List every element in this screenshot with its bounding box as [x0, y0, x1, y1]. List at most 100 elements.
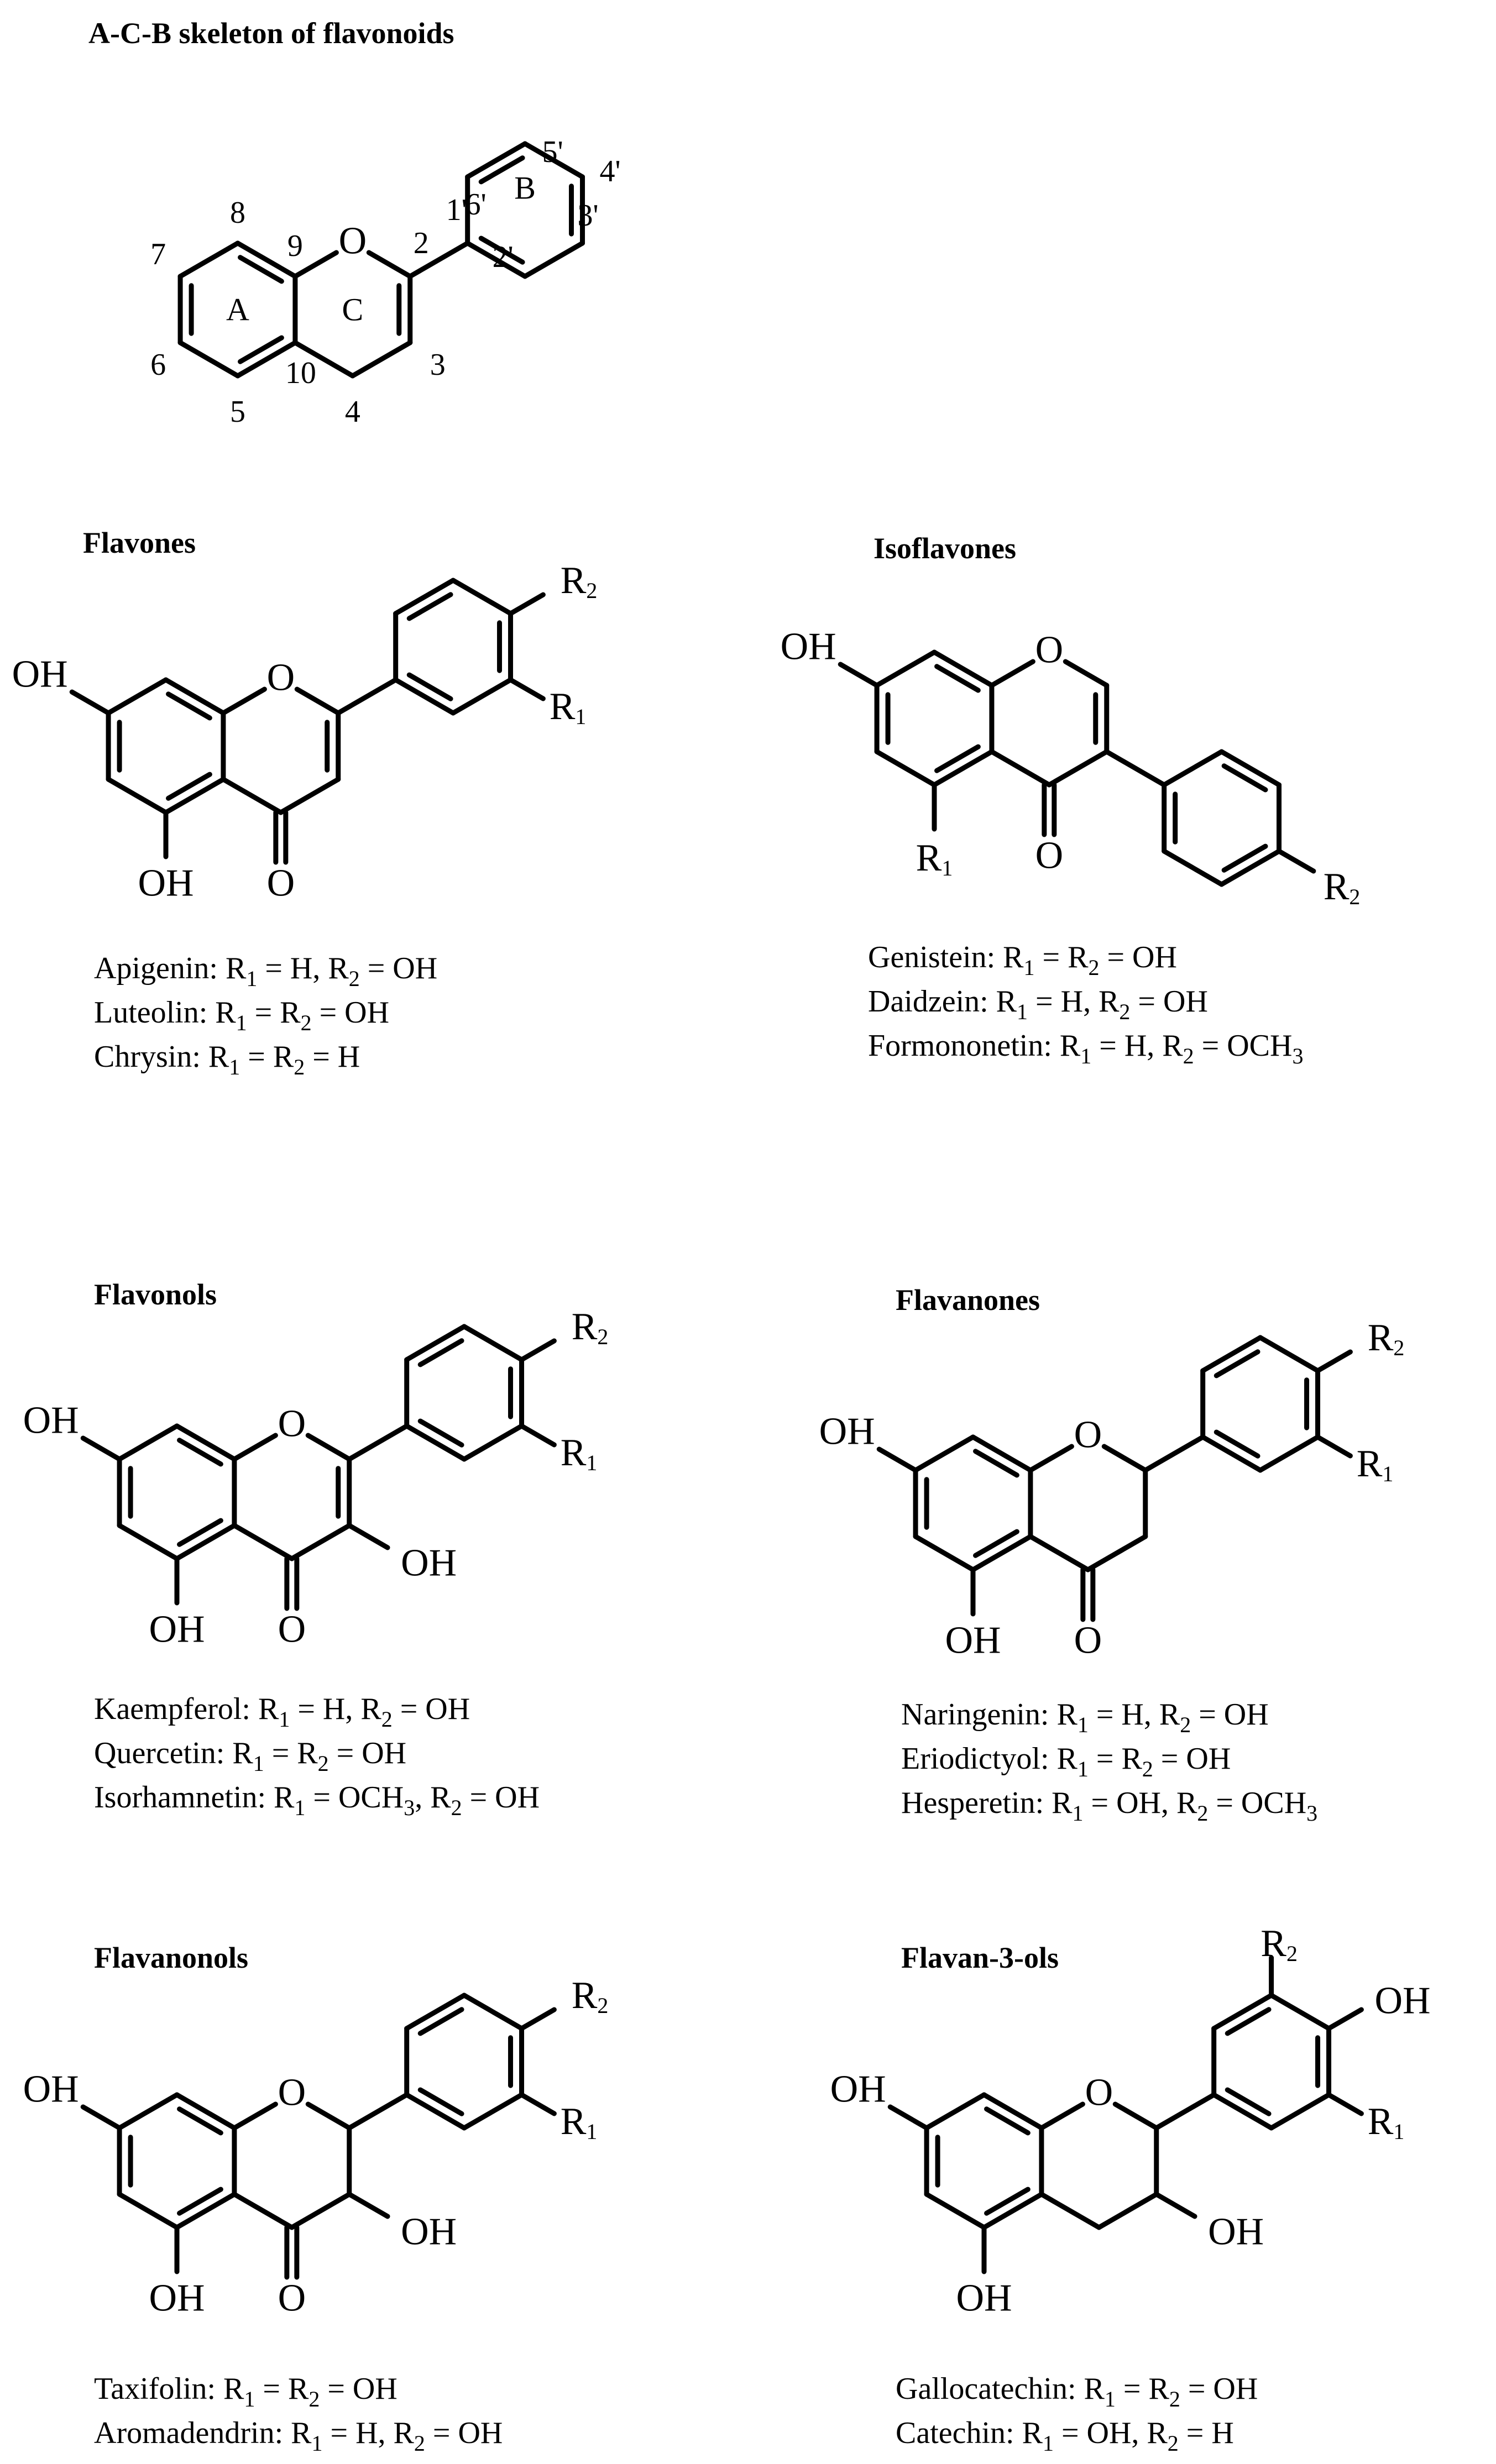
ring-a-bond — [932, 649, 995, 688]
ring-a-bond — [117, 1523, 180, 1561]
position-6prime: 6' — [465, 187, 487, 222]
ring-c-bond — [1096, 2192, 1159, 2230]
substituent-bond — [519, 2092, 557, 2116]
hydroxyl-bond — [838, 662, 880, 688]
ring-a-bond — [106, 677, 169, 716]
double-bond-inner — [406, 672, 453, 701]
ring-c-bond — [221, 686, 267, 716]
ring-c-bond — [1085, 1534, 1148, 1572]
ring-oxygen: O — [1035, 629, 1064, 672]
substituent-bond — [508, 592, 546, 616]
ring-a-bond — [163, 677, 226, 716]
substituent-7: OH — [830, 2068, 886, 2111]
compound-caption: Daidzein: R1​ = H, R2​ = OH — [868, 984, 1208, 1024]
ring-b-bond — [1162, 848, 1225, 887]
position-9: 9 — [287, 229, 303, 263]
double-bond-inner — [177, 2106, 223, 2136]
compound-caption: Chrysin: R1​ = R2​ = H — [94, 1040, 360, 1079]
class-title: Flavanonols — [94, 1941, 248, 1974]
substituent-7: OH — [781, 626, 836, 668]
ring-b-bond — [1258, 1434, 1321, 1473]
class-title: Isoflavones — [873, 532, 1016, 565]
skeleton-title: A-C-B skeleton of flavonoids — [88, 17, 454, 50]
ring-b-bond — [1200, 1434, 1263, 1473]
ring-oxygen: O — [1085, 2072, 1113, 2114]
ring-b-bond — [462, 1324, 525, 1362]
ring-b-link-bond — [347, 1423, 410, 1462]
ring-a-bond — [970, 1534, 1033, 1572]
carbonyl-oxygen: O — [1035, 835, 1064, 877]
ring-a-bond — [174, 1423, 237, 1462]
carbonyl-oxygen: O — [278, 2277, 306, 2320]
ring-a-bond — [235, 240, 298, 279]
compound-caption: Isorhamnetin: R1​ = OCH3​, R2​ = OH — [94, 1780, 540, 1820]
ring-b-bond — [393, 677, 456, 716]
ring-c-bond — [366, 250, 413, 279]
double-bond-inner — [1213, 1349, 1260, 1378]
ring-c-bond — [232, 2101, 278, 2131]
ring-c-bond — [305, 1433, 352, 1462]
double-bond-inner — [417, 1418, 464, 1448]
ring-b-bond — [1211, 2092, 1274, 2131]
ring-a-bond — [174, 2092, 237, 2131]
ring-oxygen: O — [278, 2072, 306, 2114]
class-title: Flavanones — [896, 1283, 1040, 1317]
compound-caption: Kaempferol: R1​ = H, R2​ = OH — [94, 1692, 470, 1732]
hydroxyl-bond — [876, 1446, 918, 1473]
c2-c1prime-bond — [407, 240, 470, 279]
substituent-4prime: OH — [1375, 1980, 1431, 2022]
ring-a-bond — [874, 749, 937, 788]
compound-caption: Hesperetin: R1​ = OH, R2​ = OCH3​ — [901, 1786, 1317, 1826]
ring-b-bond — [393, 578, 456, 616]
ring-c-bond — [232, 1523, 295, 1561]
ring-a-bond — [177, 240, 240, 279]
ring-c-bond — [305, 2101, 352, 2131]
ring-oxygen: O — [1074, 1414, 1102, 1456]
ring-c-bond — [989, 749, 1052, 788]
ring-a-bond — [874, 649, 937, 688]
substituent-bond — [1315, 1349, 1353, 1373]
double-bond-inner — [177, 2187, 223, 2216]
ring-b-bond — [465, 141, 528, 180]
ring-c-bond — [232, 2192, 295, 2230]
ring-a-bond — [981, 2192, 1044, 2230]
substituent-4prime-r: R2 — [1324, 866, 1361, 909]
substituent-3prime-r: R1 — [1368, 2100, 1405, 2144]
ring-label-a: A — [226, 292, 249, 328]
position-2prime: 2' — [493, 240, 514, 274]
compound-caption: Taxifolin: R1​ = R2​ = OH — [94, 2372, 397, 2411]
compound-caption: Naringenin: R1​ = H, R2​ = OH — [901, 1697, 1269, 1737]
position-3prime: 3' — [577, 198, 598, 233]
compound-caption: Quercetin: R1​ = R2​ = OH — [94, 1736, 406, 1776]
substituent-bond — [1315, 1434, 1353, 1459]
ring-oxygen: O — [339, 220, 367, 263]
double-bond-inner — [478, 235, 525, 265]
ring-b-bond — [451, 677, 514, 716]
ring-c-bond — [289, 1523, 352, 1561]
ring-a-bond — [174, 2192, 237, 2230]
ring-a-bond — [924, 2192, 987, 2230]
substituent-4prime-r: R2 — [572, 1974, 609, 2018]
double-bond-inner — [417, 2007, 464, 2036]
carbonyl-oxygen: O — [267, 862, 295, 905]
ring-c-bond — [292, 250, 339, 279]
hydroxyl-bond — [347, 2192, 390, 2219]
substituent-bond — [519, 2007, 557, 2031]
double-bond-inner — [984, 2106, 1031, 2136]
substituent-3: OH — [401, 1542, 457, 1585]
ring-c-bond — [289, 2192, 352, 2230]
double-bond-inner — [417, 2087, 464, 2116]
substituent-bond — [519, 1423, 557, 1448]
substituent-bond — [508, 677, 546, 701]
substituent-3: OH — [401, 2211, 457, 2253]
substituent-5: OH — [956, 2277, 1012, 2320]
ring-b-bond — [1269, 2092, 1332, 2131]
substituent-3prime-r: R1 — [550, 685, 587, 729]
ring-a-bond — [117, 2192, 180, 2230]
double-bond-inner — [1221, 843, 1268, 873]
ring-b-link-bond — [336, 677, 399, 716]
hydroxyl-bond — [1326, 2007, 1364, 2031]
ring-b-bond — [404, 1993, 467, 2031]
